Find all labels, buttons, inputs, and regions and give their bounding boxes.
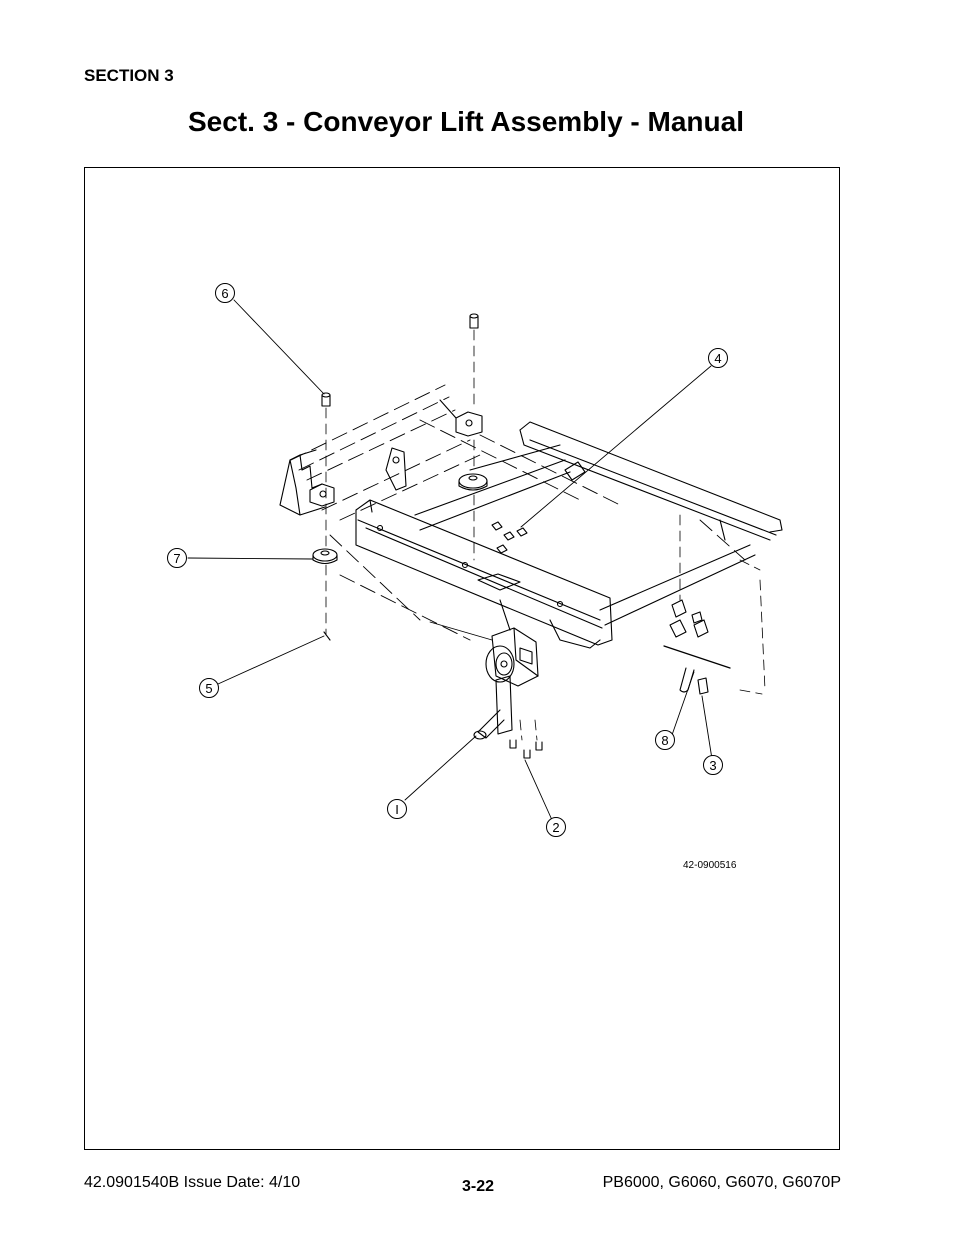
svg-text:3: 3 — [709, 758, 716, 773]
callout-1: I — [387, 799, 407, 819]
svg-text:5: 5 — [205, 681, 212, 696]
callout-3: 3 — [703, 755, 723, 775]
svg-text:2: 2 — [552, 820, 559, 835]
svg-text:8: 8 — [661, 733, 668, 748]
callout-5: 5 — [199, 678, 219, 698]
callout-7: 7 — [167, 548, 187, 568]
svg-text:4: 4 — [714, 351, 721, 366]
raised-frame-channel — [279, 399, 483, 516]
section-label: SECTION 3 — [84, 66, 174, 85]
callout-2: 2 — [546, 817, 566, 837]
pins — [321, 313, 479, 407]
callout-4: 4 — [708, 348, 728, 368]
mount-plate — [477, 573, 521, 591]
raised-conveyor-phantom — [290, 384, 746, 641]
svg-text:I: I — [395, 802, 399, 817]
footer-models: PB6000, G6060, G6070, G6070P — [602, 1174, 841, 1191]
clip-brackets — [663, 599, 731, 695]
svg-text:7: 7 — [173, 551, 180, 566]
bolts — [509, 739, 543, 759]
nuts — [491, 521, 528, 554]
drawing-number: 42-0900516 — [683, 860, 737, 871]
conveyor-frame — [355, 421, 783, 649]
callout-6: 6 — [215, 283, 235, 303]
footer-doc-number: 42.0901540B Issue Date: 4/10 — [84, 1174, 301, 1191]
callouts: 6 4 7 5 8 3 I 2 — [167, 283, 728, 837]
page-title: Sect. 3 - Conveyor Lift Assembly - Manua… — [188, 106, 744, 137]
svg-text:6: 6 — [221, 286, 228, 301]
footer-page-number: 3-22 — [462, 1178, 495, 1195]
leader-lines — [187, 299, 713, 821]
callout-8: 8 — [655, 730, 675, 750]
winch-assembly — [429, 599, 539, 740]
pad-washers — [312, 473, 488, 565]
center-lines — [325, 329, 766, 741]
screw — [323, 631, 331, 641]
figure-frame — [84, 167, 840, 1150]
